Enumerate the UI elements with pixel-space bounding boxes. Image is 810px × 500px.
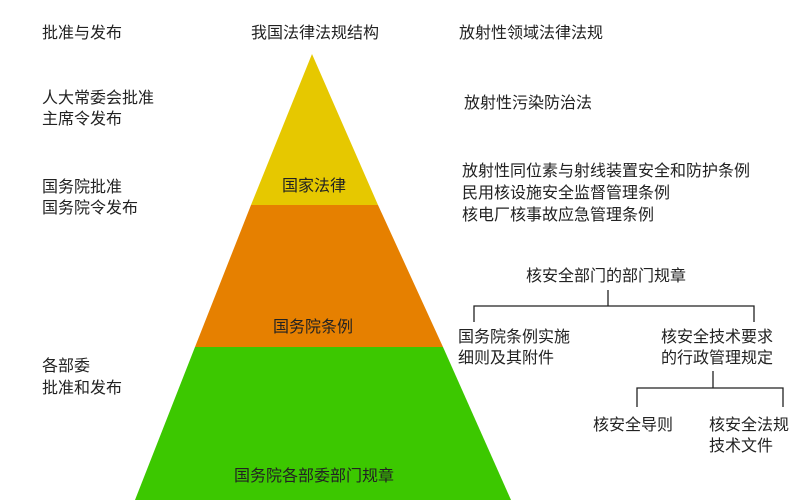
tree-root: 核安全部门的部门规章 [525, 266, 687, 285]
tree-connectors [473, 290, 784, 407]
tree-grandchild-right-line2: 技术文件 [709, 436, 774, 455]
law-item: 放射性污染防治法 [464, 93, 593, 112]
pyramid-label-law: 国家法律 [281, 176, 347, 195]
pyramid-level-rules [135, 347, 511, 500]
regulation-item-3: 核电厂核事故应急管理条例 [462, 205, 655, 224]
regulation-approval-line2: 国务院令发布 [42, 198, 139, 217]
tree-child-right-line2: 的行政管理规定 [661, 348, 774, 367]
rules-approval-line2: 批准和发布 [42, 378, 123, 397]
left-header: 批准与发布 [42, 23, 123, 42]
law-approval-line1: 人大常委会批准 [42, 88, 155, 107]
regulation-item-1: 放射性同位素与射线装置安全和防护条例 [462, 161, 751, 180]
rules-approval-line1: 各部委 [42, 356, 91, 375]
law-approval-line2: 主席令发布 [42, 109, 123, 128]
tree-grandchild-right-line1: 核安全法规 [709, 415, 790, 434]
tree-child-left-line2: 细则及其附件 [458, 348, 555, 367]
tree-child-right-line1: 核安全技术要求 [661, 327, 774, 346]
pyramid-label-rules: 国务院各部委部门规章 [233, 466, 395, 485]
tree-connector-sub [636, 371, 784, 407]
regulation-approval-line1: 国务院批准 [42, 177, 123, 196]
pyramid-level-regulation [195, 205, 443, 347]
tree-grandchild-left: 核安全导则 [593, 415, 674, 434]
pyramid-level-law [251, 54, 378, 205]
regulation-item-2: 民用核设施安全监督管理条例 [462, 183, 671, 202]
tree-connector-root [473, 290, 755, 322]
tree-child-left-line1: 国务院条例实施 [458, 327, 571, 346]
pyramid-header: 我国法律法规结构 [250, 23, 380, 42]
pyramid-label-regulation: 国务院条例 [272, 317, 354, 336]
right-header: 放射性领域法律法规 [459, 23, 604, 42]
